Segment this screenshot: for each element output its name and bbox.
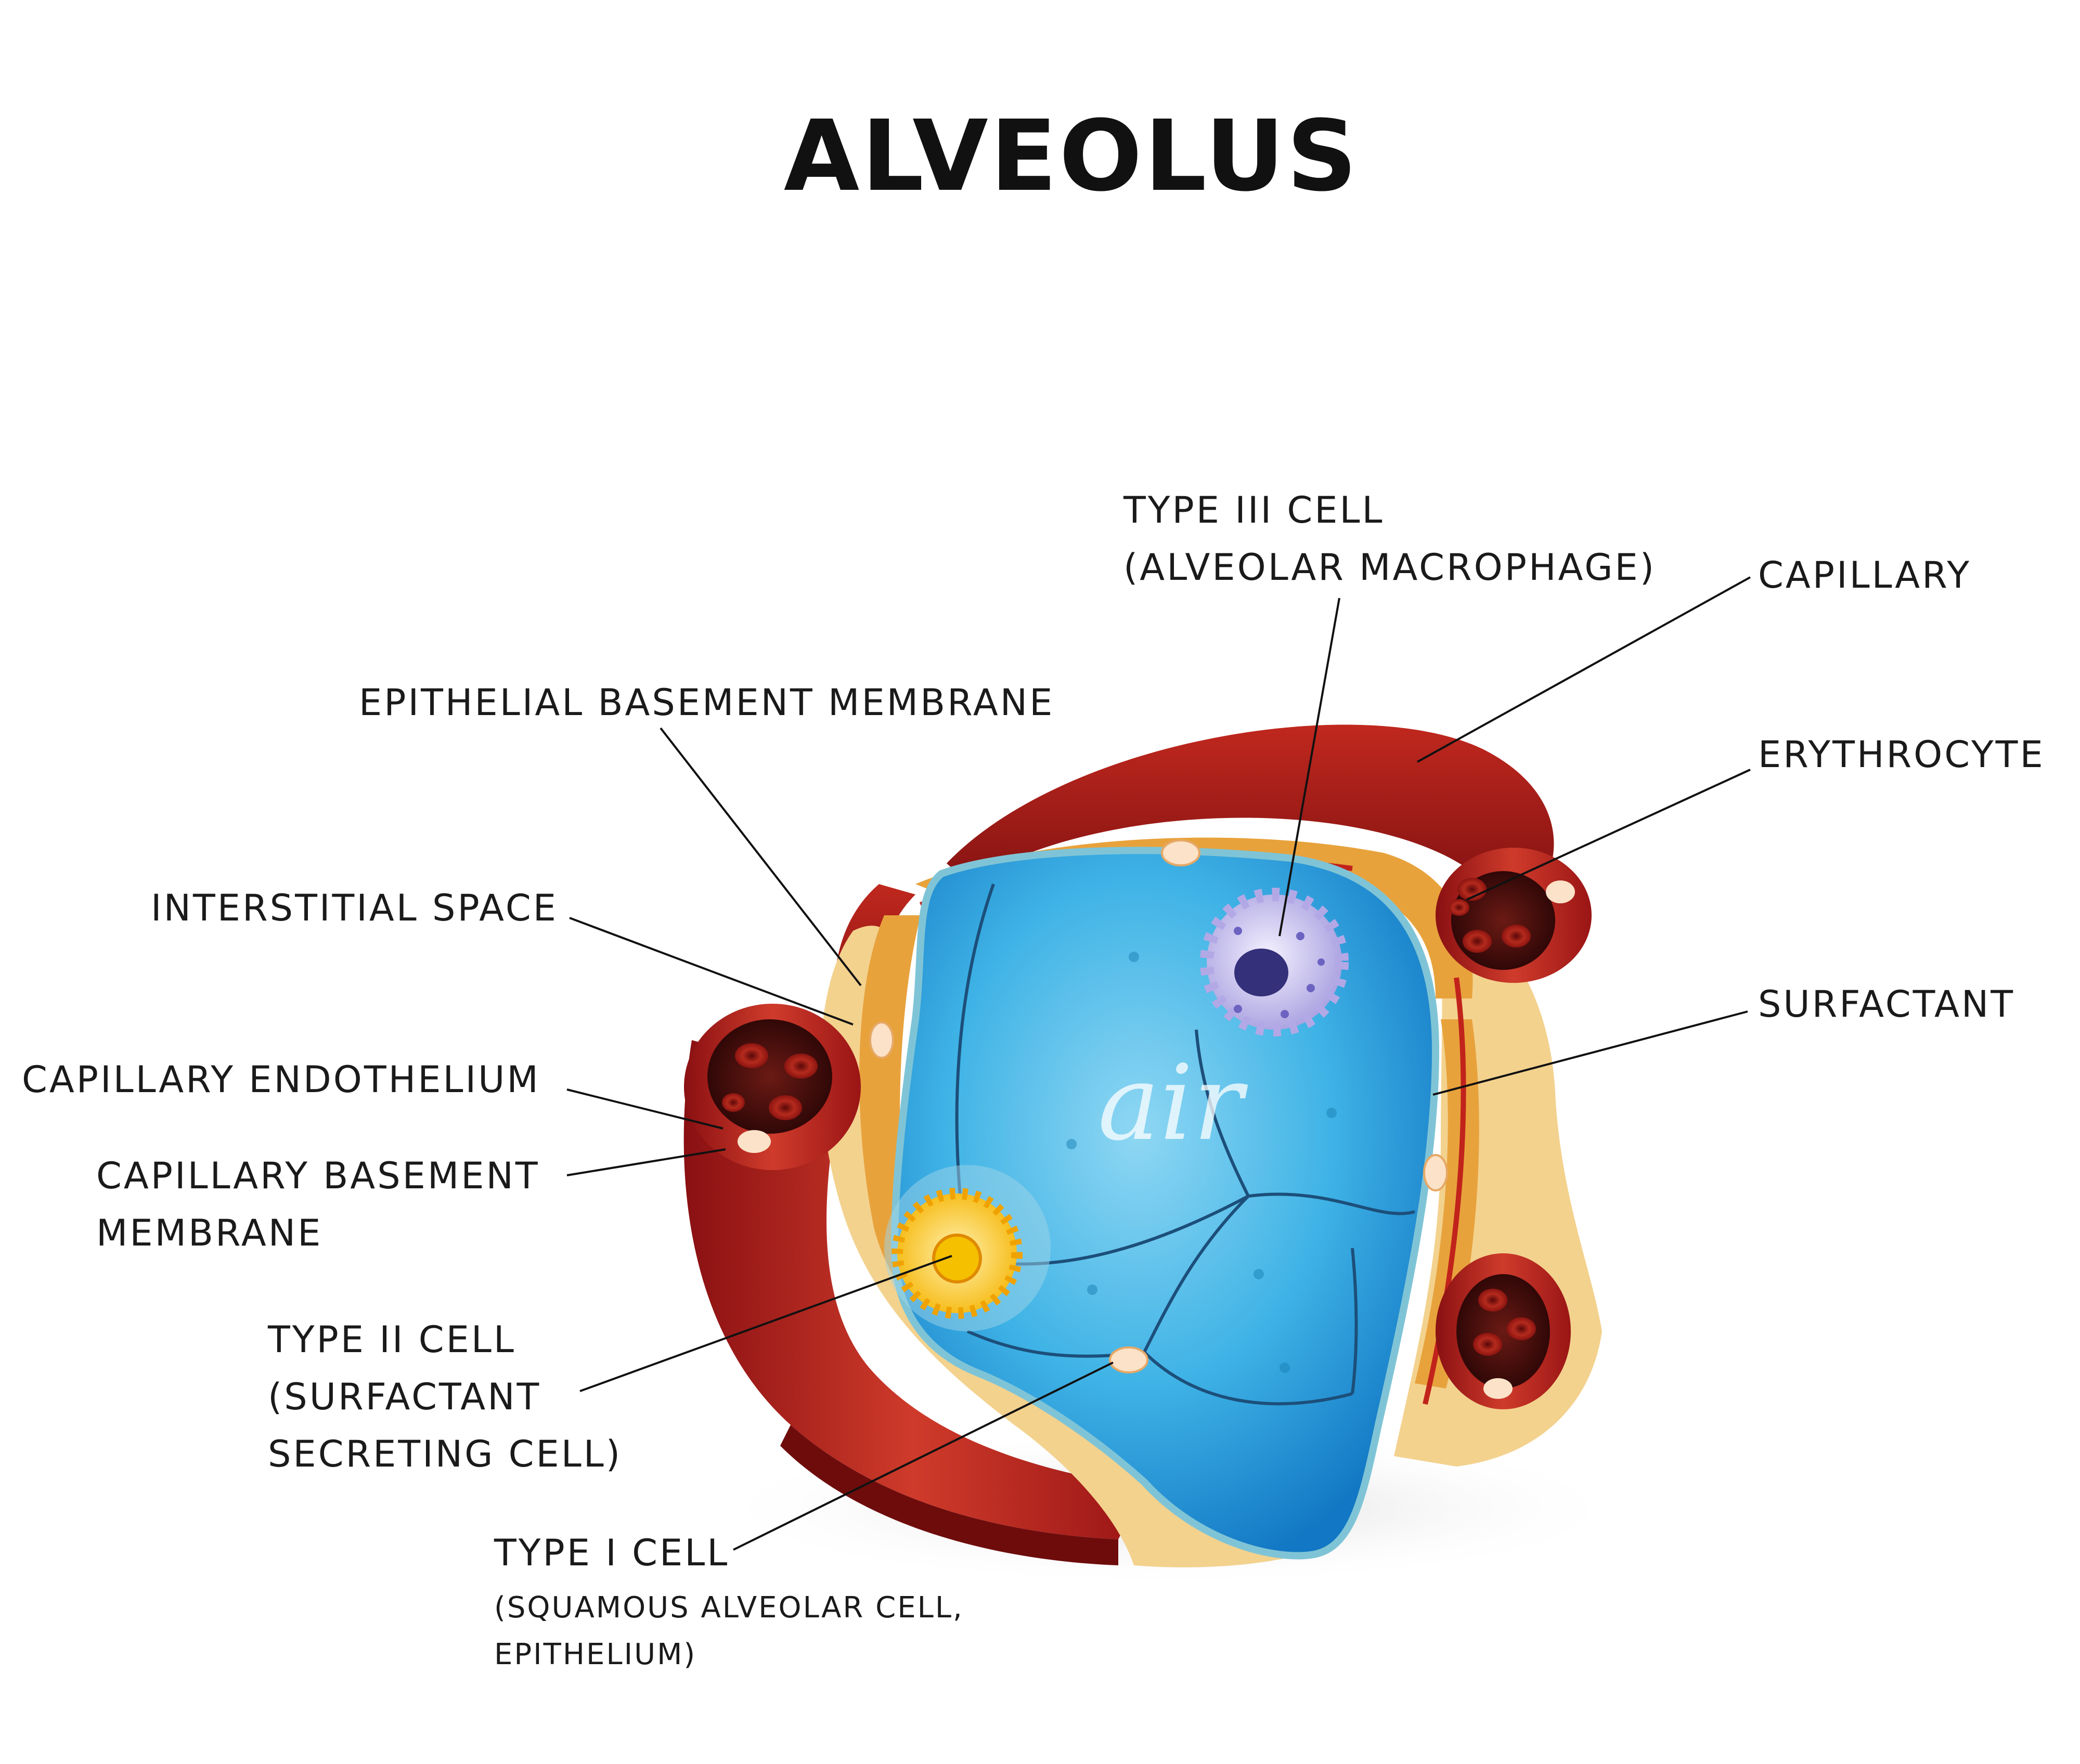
capillary-top — [947, 724, 1554, 915]
leader-capillary — [1417, 576, 1751, 763]
type-iii-cell — [1200, 888, 1349, 1036]
leader-erythrocyte — [1466, 769, 1751, 901]
label-type-i-line1: TYPE I CELL — [494, 1532, 729, 1574]
capillary-cross-section-left — [684, 1004, 861, 1170]
leader-cap-endothelium — [566, 1088, 724, 1130]
leader-type-ii — [579, 1255, 952, 1392]
leader-surfactant — [1432, 1010, 1748, 1096]
type-ii-cell — [884, 1165, 1051, 1331]
capillary-cross-section-bottom-right — [1436, 1253, 1571, 1409]
epithelial-nuclei — [869, 839, 1448, 1373]
label-type-iii-line2: (ALVEOLAR MACROPHAGE) — [1123, 546, 1656, 589]
erythrocyte-group-top-right — [1449, 878, 1531, 953]
label-capillary: CAPILLARY — [1758, 554, 1971, 596]
label-type-iii-line1: TYPE III CELL — [1123, 489, 1385, 531]
leader-interstitial — [569, 917, 854, 1026]
label-epithelial-bm: EPITHELIAL BASEMENT MEMBRANE — [359, 681, 1054, 724]
label-type-ii-line3: SECRETING CELL) — [268, 1433, 622, 1475]
leader-cap-bm — [566, 1148, 726, 1176]
label-type-ii-line1: TYPE II CELL — [267, 1318, 516, 1361]
erythrocyte-group-left — [722, 1043, 818, 1120]
label-cap-bm-line1: CAPILLARY BASEMENT — [96, 1155, 540, 1197]
label-type-i-line3: EPITHELIUM) — [494, 1638, 696, 1671]
page-title: ALVEOLUS — [784, 99, 1359, 213]
label-interstitial: INTERSTITIAL SPACE — [151, 887, 558, 929]
leader-epithelial-bm — [660, 727, 862, 987]
air-space — [890, 847, 1440, 1560]
label-type-ii-line2: (SURFACTANT — [268, 1376, 541, 1418]
label-cap-bm-line2: MEMBRANE — [96, 1212, 322, 1254]
label-type-i-line2: (SQUAMOUS ALVEOLAR CELL, — [494, 1591, 964, 1625]
leader-type-i — [733, 1361, 1114, 1551]
label-cap-endothelium: CAPILLARY ENDOTHELIUM — [22, 1058, 540, 1101]
label-erythrocyte: ERYTHROCYTE — [1758, 733, 2045, 776]
erythrocyte-group-bottom-right — [1473, 1289, 1536, 1356]
leader-type-iii — [1278, 598, 1340, 937]
label-surfactant: SURFACTANT — [1758, 983, 2015, 1026]
capillary-left-tube-shade — [780, 1425, 1118, 1565]
air-label: air — [1098, 1043, 1248, 1164]
